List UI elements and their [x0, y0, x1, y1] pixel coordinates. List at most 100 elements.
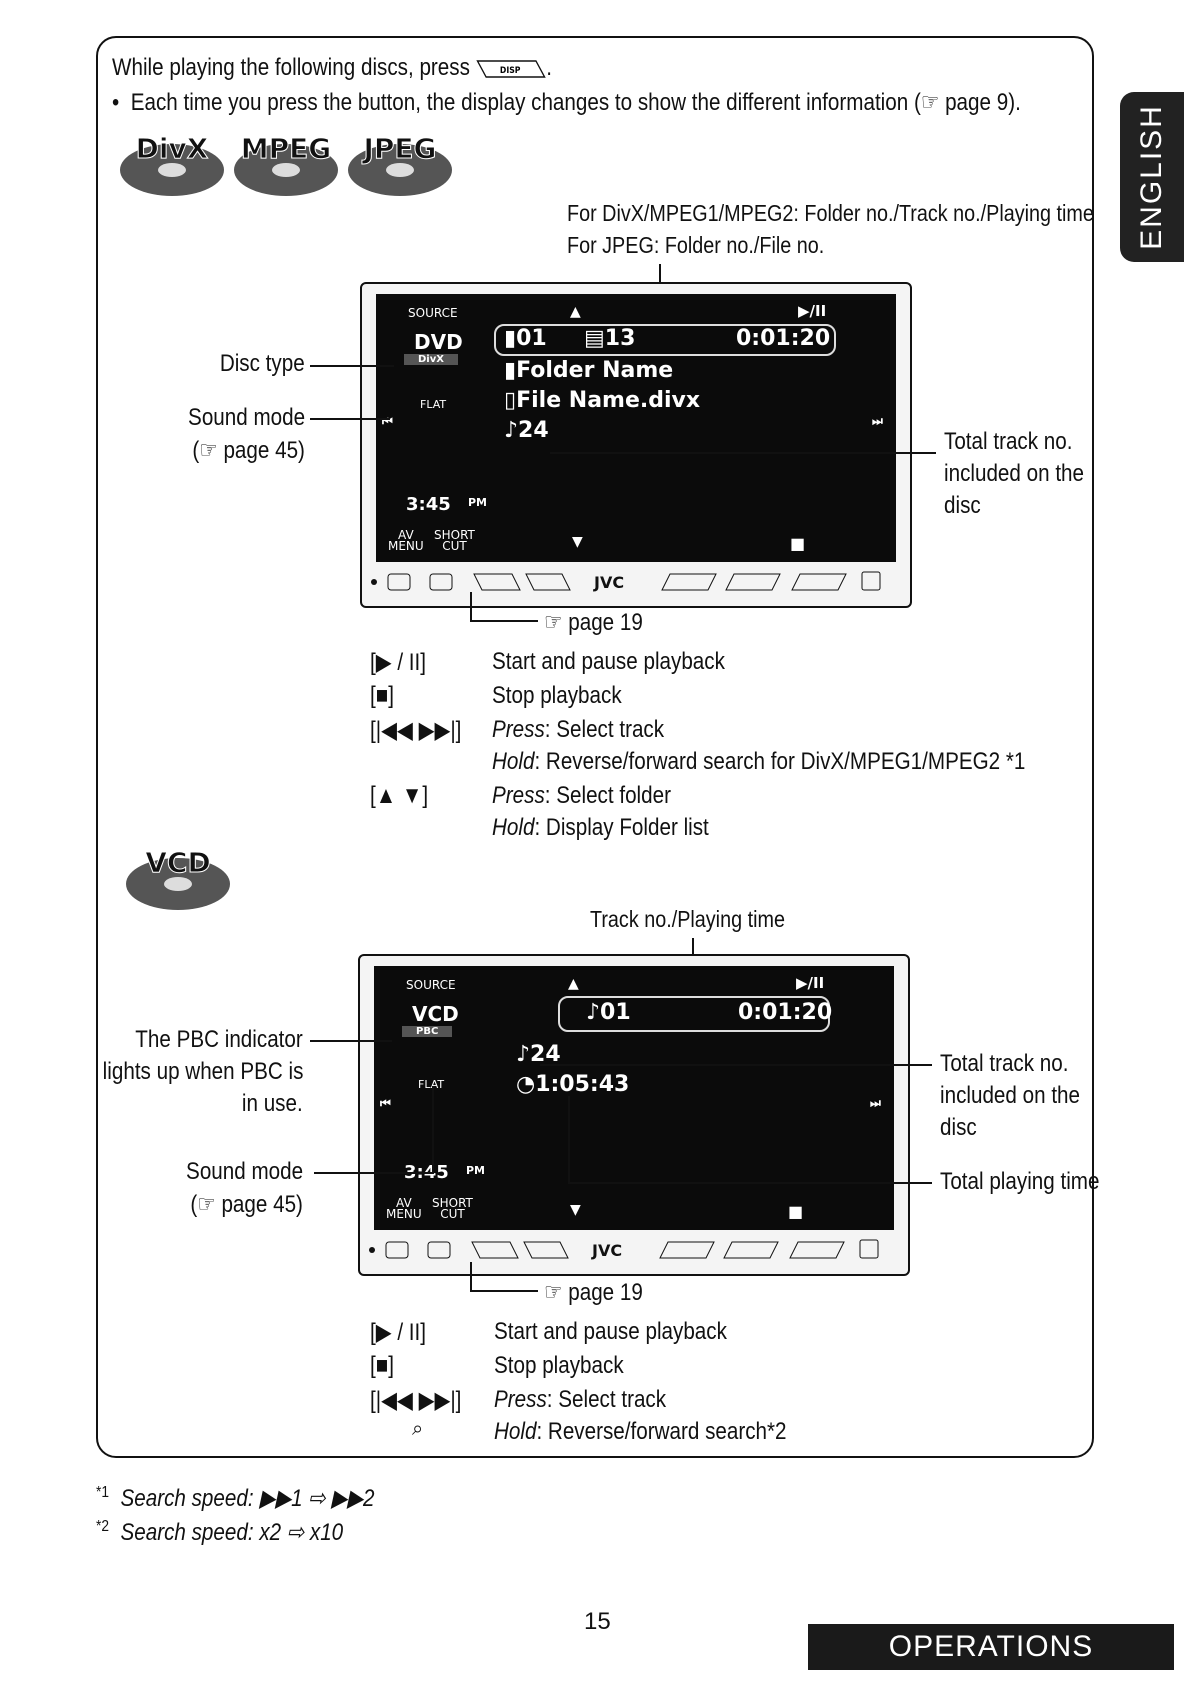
up-arrow-icon: ▲ [570, 304, 581, 320]
content-frame [96, 36, 1094, 1458]
file-name: ▯File Name.divx [504, 388, 701, 413]
unit-button-row: JVC [371, 571, 881, 592]
language-tab-label: ENGLISH [1135, 104, 1168, 250]
total-time-line-v [568, 1096, 570, 1184]
sound-mode-value: FLAT [420, 398, 447, 411]
legend-desc-folder-hold: Hold: Display Folder list [492, 814, 709, 841]
label-total-time: Total playing time [940, 1168, 1100, 1195]
unit-button-row-2: JVC [369, 1239, 879, 1260]
label-sound-mode: Sound mode [187, 404, 305, 431]
legend-desc-skip-hold: Hold: Reverse/forward search for DivX/MP… [492, 748, 1026, 775]
prev-track-icon: ⏮ [382, 414, 393, 428]
page-ref-line-v-2 [470, 1262, 472, 1292]
disc-type-line [310, 365, 394, 367]
stop-icon: ■ [790, 534, 806, 553]
jpeg-disc-icon: JPEG [348, 132, 452, 196]
av-menu-button-icon [429, 573, 453, 591]
total-time-line-h [568, 1182, 932, 1184]
label-total-track-2-2: included on the [940, 1082, 1081, 1109]
legend-desc-play: Start and pause playback [492, 648, 725, 675]
svg-text:JVC: JVC [593, 573, 624, 592]
total-track-line [550, 452, 936, 454]
legend2-key-play: [▶ / II] [370, 1319, 427, 1346]
legend-key-stop: [■] [370, 682, 394, 709]
section-title: OPERATIONS [888, 1630, 1094, 1663]
disp-button-icon: DISP [476, 59, 546, 78]
next-track-icon: ⏭ [872, 414, 883, 428]
page-ref-line-h-2 [470, 1290, 538, 1292]
disc-sub-type: DivX [404, 354, 458, 365]
disc-type-2: VCD [412, 1002, 459, 1026]
legend-key-skip: [|◀◀ ▶▶|] [370, 717, 462, 744]
reset-button-icon [371, 579, 377, 585]
page-ref-19: ☞ page 19 [544, 609, 643, 636]
legend-desc-skip: Press: Select track [492, 716, 665, 743]
unit-screen: SOURCE ▲ ▶/II DVD DivX FLAT ⏮ ⏭ ▮01 ▤13 … [376, 294, 896, 562]
sound-mode-line-2 [314, 1172, 434, 1174]
disp-hw-button-icon-2 [523, 1241, 569, 1259]
volume-up-icon-2 [723, 1241, 779, 1259]
play-pause-icon-2: ▶/II [796, 974, 825, 992]
total-track-line-2 [540, 1064, 932, 1066]
open-button-icon [791, 573, 847, 591]
svg-text:JPEG: JPEG [361, 132, 436, 165]
intro-line1: While playing the following discs, press… [112, 54, 552, 81]
sound-mode-value-2: FLAT [418, 1078, 445, 1091]
vcd-disc-icon: VCD [126, 846, 230, 910]
eject-slot-icon-2 [859, 1239, 879, 1259]
av-menu-button-icon-2 [427, 1241, 451, 1259]
label-pbc-1: The PBC indicator [135, 1026, 303, 1053]
volume-up-icon [725, 573, 781, 591]
callout-jpeg-folder-file: For JPEG: Folder no./File no. [567, 232, 825, 258]
eject-slot-icon [861, 571, 881, 591]
open-button-icon-2 [789, 1241, 845, 1259]
volume-down-icon [661, 573, 717, 591]
source-label-2: SOURCE [406, 978, 456, 992]
disc-logos-divx-mpeg-jpeg: DivX MPEG JPEG [120, 132, 452, 196]
legend-desc-folder: Press: Select folder [492, 782, 671, 809]
svg-text:JVC: JVC [591, 1241, 622, 1260]
label-total-track-2-1: Total track no. [940, 1050, 1069, 1077]
page-ref-line-h [470, 620, 538, 622]
label-total-track-2-3: disc [940, 1114, 977, 1141]
pbc-line [310, 1040, 392, 1042]
track-no-2: ♪01 [586, 1000, 631, 1025]
legend2-desc-stop: Stop playback [494, 1352, 624, 1379]
label-disc-type: Disc type [220, 350, 305, 377]
playing-time: 0:01:20 [736, 326, 831, 351]
legend2-key-skip: [|◀◀ ▶▶|] [370, 1387, 462, 1414]
head-unit-display-2: SOURCE ▲ ▶/II VCD PBC FLAT ⏮ ⏭ ♪01 0:01:… [358, 954, 910, 1276]
page-ref-19-2: ☞ page 19 [544, 1279, 643, 1306]
prev-track-icon-2: ⏮ [380, 1096, 391, 1110]
label-sound-mode-2: Sound mode [185, 1158, 303, 1185]
total-time: ◔1:05:43 [516, 1072, 630, 1097]
legend-key-play: [▶ / II] [370, 649, 427, 676]
track-no: ▤13 [584, 326, 636, 351]
label-total-track-2: included on the [944, 460, 1085, 487]
play-pause-icon: ▶/II [798, 302, 827, 320]
folder-no: ▮01 [504, 326, 547, 351]
disp-hw-button-icon [525, 573, 571, 591]
clock: 3:45 [406, 494, 451, 515]
up-arrow-icon-2: ▲ [568, 976, 579, 992]
language-tab: ENGLISH [1120, 92, 1184, 262]
down-arrow-icon: ▼ [572, 534, 583, 550]
legend-desc-stop: Stop playback [492, 682, 622, 709]
label-total-track-3: disc [944, 492, 981, 519]
next-track-icon-2: ⏭ [870, 1096, 881, 1110]
playing-time-2: 0:01:20 [738, 1000, 833, 1025]
folder-name: ▮Folder Name [504, 358, 674, 383]
legend2-desc-hold: Hold: Reverse/forward search*2 [494, 1418, 787, 1445]
label-sound-mode-ref: (☞ page 45) [192, 437, 305, 464]
sound-mode-line [310, 418, 390, 420]
reset-button-icon-2 [369, 1247, 375, 1253]
callout-track-time: Track no./Playing time [590, 906, 785, 932]
divx-disc-icon: DivX [120, 132, 224, 196]
total-track: ♪24 [504, 418, 549, 443]
svg-text:VCD: VCD [145, 846, 210, 879]
footnote-2: *2 Search speed: x2 ⇨ x10 [96, 1518, 344, 1546]
intro-line2: • Each time you press the button, the di… [112, 89, 1021, 116]
